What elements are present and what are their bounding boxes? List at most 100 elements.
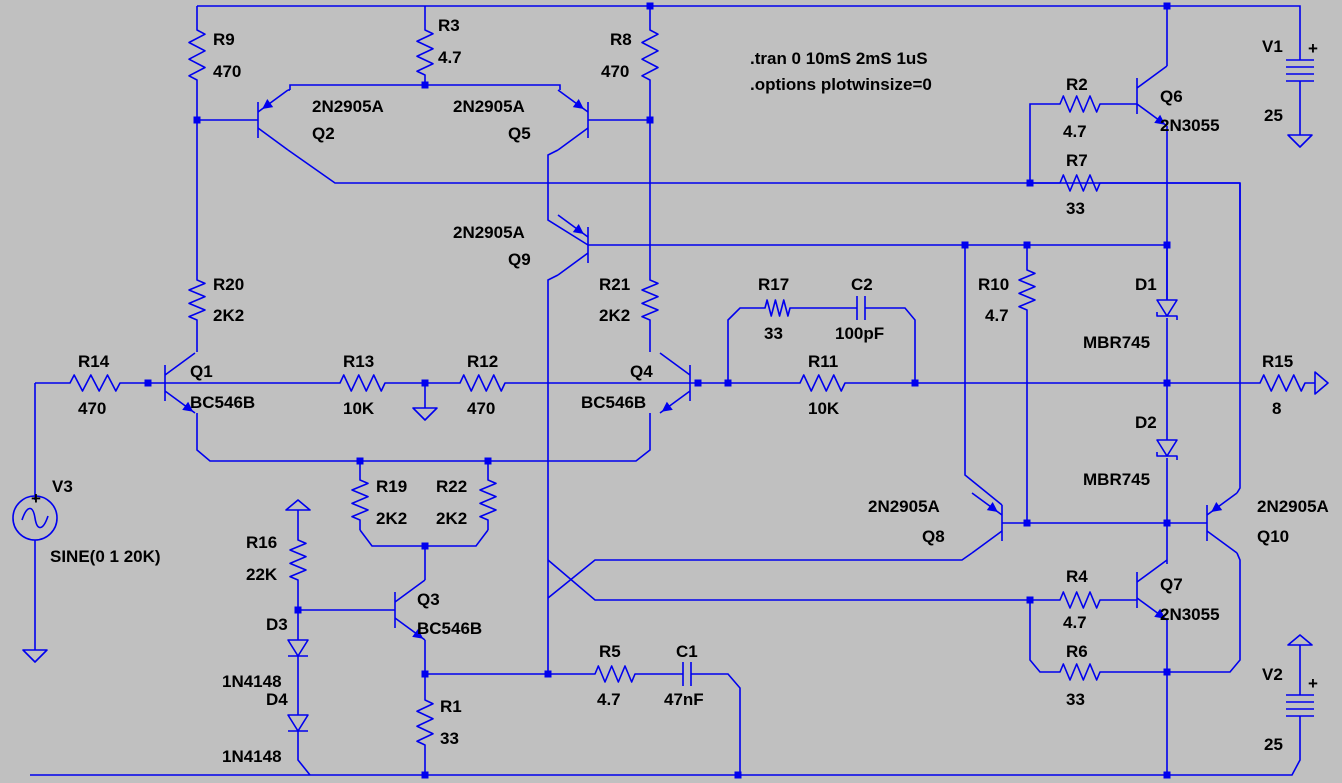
junction-dot (421, 379, 429, 387)
Q5-transistor (557, 89, 589, 151)
R15-resistor (1250, 374, 1315, 392)
Q6-ref: Q6 (1160, 87, 1183, 106)
R2-ref: R2 (1066, 75, 1088, 94)
D1-value: MBR745 (1083, 333, 1150, 352)
R15-ref: R15 (1262, 352, 1293, 371)
V3-ref: V3 (52, 477, 73, 496)
wire (1167, 552, 1241, 673)
R21-resistor (641, 270, 659, 330)
R11-ref: R11 (808, 352, 838, 371)
R8-value: 470 (601, 62, 629, 81)
junction-dot (421, 542, 429, 550)
R20-resistor (188, 270, 206, 330)
junction-dot (1163, 771, 1171, 779)
V1-value: 25 (1264, 106, 1283, 125)
R12-ref: R12 (467, 352, 498, 371)
D2-value: MBR745 (1083, 470, 1150, 489)
R22-ref: R22 (436, 477, 467, 496)
wire (547, 149, 589, 246)
Q10-ref: Q10 (1257, 527, 1289, 546)
D1-diode (1156, 299, 1178, 320)
wire (1029, 600, 1050, 673)
Q6-value: 2N3055 (1160, 116, 1220, 135)
junction-dot (646, 2, 654, 10)
R17-ref: R17 (758, 275, 789, 294)
Q4-ref: Q4 (630, 362, 653, 381)
Q1-ref: Q1 (190, 362, 213, 381)
Q6-transistor (1136, 65, 1168, 127)
junction-dot (961, 241, 969, 249)
V3-value: SINE(0 1 20K) (50, 547, 161, 566)
component-symbols: + + + (12, 20, 1329, 755)
V2-battery: + (1286, 674, 1318, 717)
wire (547, 274, 559, 674)
wire (1236, 183, 1241, 494)
D1-ref: D1 (1135, 275, 1157, 294)
R8-ref: R8 (610, 30, 632, 49)
junction-dot (1026, 596, 1034, 604)
R3-ref: R3 (438, 16, 460, 35)
top-rail (197, 5, 1301, 20)
V3-ground (22, 649, 48, 663)
Q7-transistor (1136, 559, 1168, 621)
V1-battery: + (1286, 39, 1318, 82)
Q5-value: 2N2905A (453, 97, 525, 116)
wire (727, 307, 755, 383)
R13-value: 10K (343, 399, 375, 418)
Q9-transistor (557, 214, 589, 276)
R16-value: 22K (246, 565, 278, 584)
R13-resistor (330, 374, 395, 392)
R7-resistor (1050, 174, 1110, 192)
R16-ref: R16 (246, 533, 277, 552)
R1-value: 33 (440, 729, 459, 748)
junction-dots (144, 2, 1171, 779)
wire (964, 245, 1003, 506)
R10-resistor (1018, 260, 1036, 320)
Q10-transistor (1206, 492, 1238, 554)
R5-resistor (585, 665, 645, 683)
wire (424, 640, 585, 675)
C1-ref: C1 (676, 642, 698, 661)
R9-resistor (188, 20, 206, 90)
junction-dot (144, 379, 152, 387)
R10-ref: R10 (978, 275, 1009, 294)
Q10-value: 2N2905A (1257, 497, 1329, 516)
Q3-value: BC546B (417, 619, 482, 638)
R5-ref: R5 (599, 642, 621, 661)
svg-text:+: + (31, 489, 41, 508)
junction-dot (1163, 2, 1171, 10)
R16-resistor (289, 530, 307, 590)
R8-resistor (641, 20, 659, 90)
junction-dot (734, 771, 742, 779)
R1-ref: R1 (440, 697, 462, 716)
junction-dot (484, 457, 492, 465)
R19-ref: R19 (376, 477, 407, 496)
junction-dot (1163, 379, 1171, 387)
R22-value: 2K2 (436, 509, 467, 528)
wire (425, 84, 561, 90)
junction-dot (694, 379, 702, 387)
R10-value: 4.7 (985, 306, 1009, 325)
Q2-ref: Q2 (312, 124, 335, 143)
V2-value: 25 (1264, 735, 1283, 754)
V2-ref: V2 (1262, 665, 1283, 684)
Q8-value: 2N2905A (868, 497, 940, 516)
Q5-ref: Q5 (508, 124, 531, 143)
R9-value: 470 (213, 62, 241, 81)
junction-dot (646, 116, 654, 124)
R4-resistor (1050, 591, 1110, 609)
R14-value: 470 (78, 399, 106, 418)
R13-ref: R13 (343, 352, 374, 371)
R5-value: 4.7 (597, 690, 621, 709)
junction-dot (193, 116, 201, 124)
junction-dot (421, 771, 429, 779)
junction-dot (1023, 519, 1031, 527)
Q7-value: 2N3055 (1160, 605, 1220, 624)
R1-resistor (416, 690, 434, 755)
junction-dot (1023, 241, 1031, 249)
directive-options: .options plotwinsize=0 (750, 75, 932, 94)
Q2-transistor (257, 89, 289, 151)
R16-supply-arrow (285, 499, 311, 511)
R6-value: 33 (1066, 690, 1085, 709)
